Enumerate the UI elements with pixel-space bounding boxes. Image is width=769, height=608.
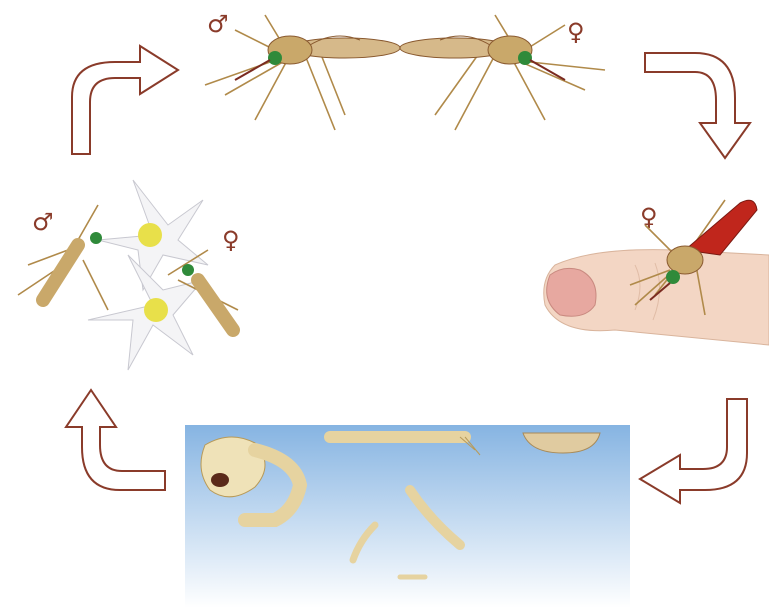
arrow-to-mating (60, 42, 185, 157)
arrow-to-nectar-feeding (60, 385, 170, 495)
mating-mosquitoes-illustration (195, 10, 615, 135)
arrow-to-aquatic (635, 395, 755, 507)
arrow-to-blood-meal (640, 48, 758, 163)
mosquitoes-on-flowers-illustration (8, 170, 253, 385)
water-larvae-pupa-eggs-illustration (185, 425, 630, 608)
feeding-mosquito-on-finger-illustration (535, 195, 769, 350)
